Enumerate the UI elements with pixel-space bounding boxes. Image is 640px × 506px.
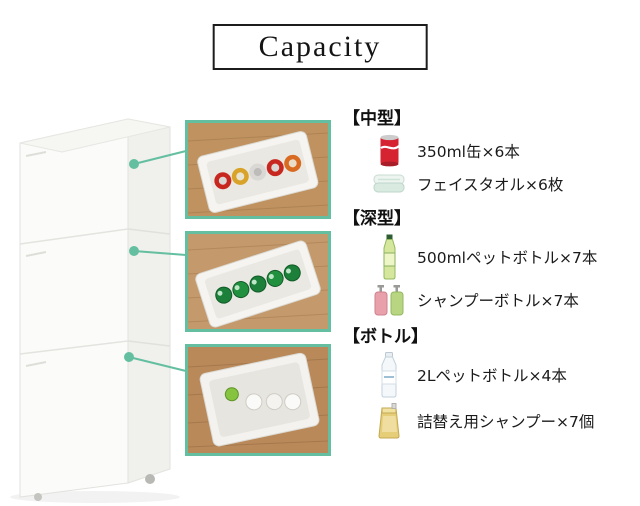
page-title: Capacity [258, 30, 382, 63]
bottle-drawer-photo [185, 344, 331, 456]
list-item: シャンプーボトル×7本 [371, 284, 639, 316]
green-bottles-photo-graphic [188, 234, 328, 329]
list-item: 500mlペットボトル×7本 [371, 234, 639, 280]
face-towel-icon [371, 172, 407, 196]
list-item: 350ml缶×6本 [371, 134, 639, 168]
section-medium: 【中型】 350ml缶×6本 [343, 108, 639, 196]
deep-drawer-bottles-photo [185, 231, 331, 332]
connector-lines [124, 150, 187, 372]
item-label: 詰替え用シャンプー×7個 [417, 413, 595, 431]
pet-bottle-2l-icon [371, 352, 407, 398]
capacity-details: 【中型】 350ml缶×6本 [343, 108, 639, 442]
shampoo-bottle-icon [371, 284, 407, 316]
item-label: 2Lペットボトル×4本 [417, 367, 567, 385]
green-tea-bottle-icon [371, 234, 407, 280]
refill-pouch-icon [371, 402, 407, 440]
item-label: フェイスタオル×6枚 [417, 176, 564, 194]
item-label: シャンプーボトル×7本 [417, 292, 579, 310]
item-label: 350ml缶×6本 [417, 143, 520, 161]
section-medium-heading: 【中型】 [343, 109, 411, 129]
bottle-drawer-photo-graphic [188, 347, 328, 453]
section-bottle-heading: 【ボトル】 [343, 327, 428, 347]
cabinet [10, 118, 180, 503]
section-deep-heading: 【深型】 [343, 209, 411, 229]
cans-photo-graphic [188, 123, 328, 216]
list-item: 2Lペットボトル×4本 [371, 352, 639, 398]
cola-can-icon [371, 134, 407, 168]
item-label: 500mlペットボトル×7本 [417, 249, 598, 267]
section-bottle: 【ボトル】 2Lペットボトル×4本 [343, 326, 639, 440]
title-box: Capacity [212, 24, 428, 70]
list-item: フェイスタオル×6枚 [371, 172, 639, 196]
section-deep: 【深型】 500mlペットボトル×7本 [343, 208, 639, 316]
medium-drawer-cans-photo [185, 120, 331, 219]
list-item: 詰替え用シャンプー×7個 [371, 402, 639, 440]
